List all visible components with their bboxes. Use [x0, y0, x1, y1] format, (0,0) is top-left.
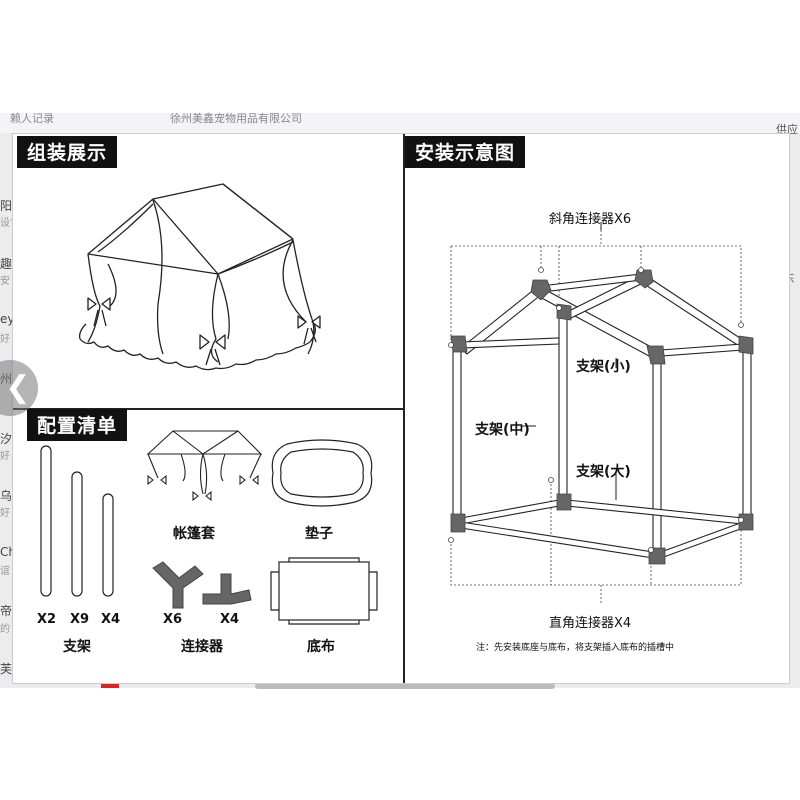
tent-cover-illustration — [146, 430, 263, 502]
tent-cover-label: 帐篷套 — [173, 526, 215, 542]
bg-company-text[interactable]: 徐州美鑫宠物用品有限公司 — [170, 112, 302, 125]
install-heading: 安装示意图 — [405, 136, 526, 168]
bg-red-mark — [101, 682, 119, 688]
bg-left-item: 好 — [0, 334, 10, 345]
poles-illustration — [40, 445, 114, 597]
tent-illustration — [78, 183, 321, 371]
pole-count: X9 — [70, 612, 90, 627]
mat-label: 垫子 — [305, 526, 333, 542]
bg-left-item: 好 — [0, 451, 10, 462]
connector-label: 连接器 — [181, 639, 223, 655]
pole-count: X2 — [37, 612, 57, 627]
bg-left-item[interactable]: Ch — [0, 545, 16, 559]
base-cloth-illustration — [270, 557, 378, 625]
pole-large-label: 支架(大) — [576, 464, 631, 480]
assembly-heading: 组装展示 — [17, 136, 118, 168]
bg-left-item: 的 — [0, 624, 10, 635]
panel-divider — [403, 134, 405, 683]
bg-history-text[interactable]: 赖人记录 — [10, 112, 54, 125]
product-image: 组装展示 安装示意图 配置清单 — [12, 133, 790, 684]
bg-left-item[interactable]: 芙 — [0, 662, 13, 676]
frame-diagram — [448, 222, 754, 605]
connectors-illustration — [152, 561, 252, 609]
base-cloth-label: 底布 — [307, 639, 335, 655]
horizontal-scrollbar[interactable] — [255, 683, 555, 689]
bg-left-item: 设? — [0, 218, 16, 229]
bg-left-item: 谊 — [0, 566, 10, 577]
angle-connector-label: 斜角连接器X6 — [549, 212, 632, 227]
pole-small-label: 支架(小) — [576, 359, 631, 375]
mat-illustration — [271, 439, 373, 507]
pole-medium-label: 支架(中) — [475, 422, 530, 438]
bg-left-item: 安 — [0, 276, 10, 287]
bg-right-top: 供应 — [776, 123, 798, 136]
bg-left-item[interactable]: 阳 — [0, 199, 13, 213]
background-topbar — [0, 113, 800, 133]
right-connector-label: 直角连接器X4 — [549, 616, 632, 631]
config-heading: 配置清单 — [27, 409, 128, 441]
bg-left-item[interactable]: 乌 — [0, 489, 13, 503]
chevron-left-icon: ❮ — [5, 370, 31, 405]
bg-left-item[interactable]: 趣 — [0, 257, 13, 271]
poles-label: 支架 — [63, 639, 91, 655]
bg-left-item[interactable]: ey — [0, 312, 15, 326]
bg-left-item: 好 — [0, 508, 10, 519]
install-note: 注：先安装底座与底布，将支架插入底布的插槽中 — [476, 643, 675, 653]
connector-count: X6 — [163, 612, 183, 627]
pole-count: X4 — [101, 612, 121, 627]
bg-left-item[interactable]: 汐 — [0, 432, 13, 446]
connector-count: X4 — [220, 612, 240, 627]
panel-divider — [13, 408, 403, 410]
bg-left-item[interactable]: 帝 — [0, 604, 13, 618]
